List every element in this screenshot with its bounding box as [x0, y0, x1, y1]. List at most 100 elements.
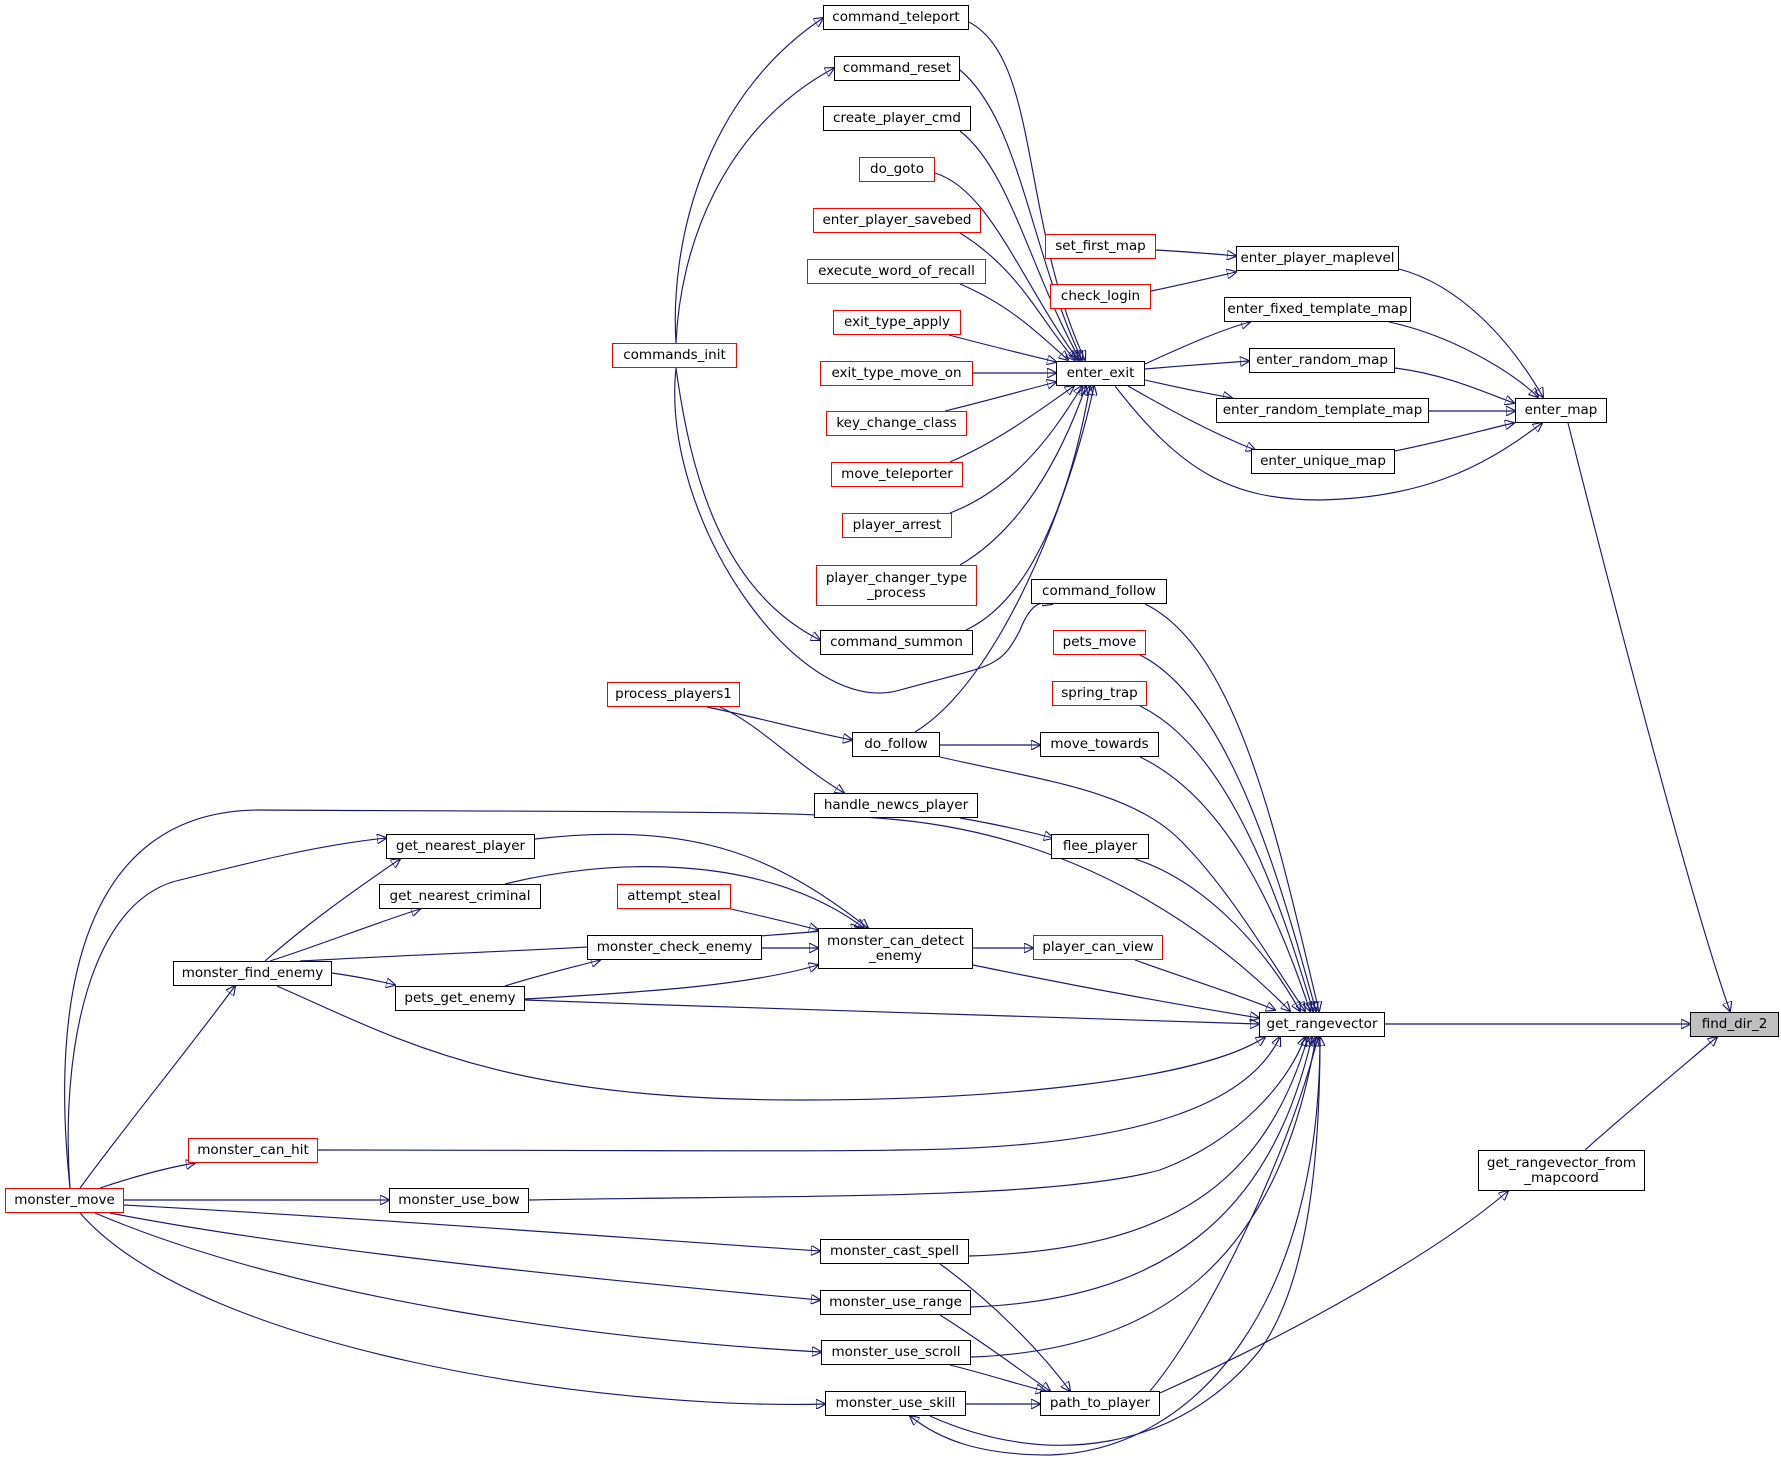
edge-player_changer_type_process-to-enter_exit: [959, 386, 1086, 566]
edge-pets_move-to-get_rangevector: [1139, 654, 1316, 1011]
node-exit-type-apply[interactable]: exit_type_apply: [833, 310, 961, 335]
node-pets-get-enemy[interactable]: pets_get_enemy: [395, 986, 525, 1011]
node-create-player-cmd[interactable]: create_player_cmd: [823, 106, 971, 131]
node-monster-move[interactable]: monster_move: [5, 1188, 124, 1213]
edge-check_login-to-enter_player_maplevel: [1150, 272, 1236, 292]
node-monster-use-skill[interactable]: monster_use_skill: [825, 1391, 966, 1416]
edge-monster_find_enemy-to-get_nearest_player: [264, 859, 400, 962]
edge-monster_cast_spell-to-get_rangevector: [968, 1037, 1308, 1257]
node-command-summon[interactable]: command_summon: [820, 630, 973, 655]
edge-monster_move-to-monster_cast_spell: [123, 1204, 820, 1251]
node-monster-use-scroll[interactable]: monster_use_scroll: [821, 1340, 971, 1365]
node-monster-can-detect-enemy[interactable]: monster_can_detect _enemy: [818, 928, 973, 969]
edge-exit_type_apply-to-enter_exit: [948, 334, 1056, 362]
node-command-reset[interactable]: command_reset: [834, 56, 960, 81]
edge-do_follow-to-get_rangevector: [939, 756, 1305, 1011]
edge-monster_move-to-get_nearest_player: [67, 838, 386, 1189]
node-exit-type-move-on[interactable]: exit_type_move_on: [820, 361, 973, 386]
edge-key_change_class-to-enter_exit: [944, 382, 1056, 412]
edge-monster_move-to-monster_use_range: [109, 1212, 820, 1300]
node-monster-find-enemy[interactable]: monster_find_enemy: [173, 961, 332, 986]
node-command-follow[interactable]: command_follow: [1031, 579, 1167, 604]
edge-player_arrest-to-enter_exit: [949, 386, 1082, 514]
edge-process_players1-to-do_follow: [706, 706, 852, 740]
edge-monster_move-to-get_rangevector: [64, 809, 1290, 1189]
edge-monster_move-to-monster_use_scroll: [94, 1212, 821, 1352]
node-monster-use-bow[interactable]: monster_use_bow: [389, 1188, 529, 1213]
edge-monster_use_skill-to-get_rangevector: [929, 1037, 1320, 1446]
node-process-players1[interactable]: process_players1: [607, 682, 740, 707]
node-path-to-player[interactable]: path_to_player: [1040, 1391, 1160, 1416]
edge-monster_use_scroll-to-path_to_player: [949, 1364, 1045, 1391]
edge-enter_random_map-to-enter_map: [1394, 367, 1514, 403]
edge-get_rangevector-to-monster_use_skill: [910, 1036, 1321, 1456]
node-do-follow[interactable]: do_follow: [852, 732, 940, 757]
edge-commands_init-to-command_reset: [675, 68, 834, 344]
node-monster-check-enemy[interactable]: monster_check_enemy: [587, 935, 762, 960]
edge-get_rangevector_from_mapcoord-to-find_dir_2: [1584, 1037, 1717, 1151]
node-move-towards[interactable]: move_towards: [1040, 732, 1159, 757]
node-player-can-view[interactable]: player_can_view: [1033, 935, 1163, 960]
edge-monster_can_detect_enemy-to-get_rangevector: [972, 964, 1259, 1018]
edge-path_to_player-to-get_rangevector_from_mapcoord: [1159, 1191, 1508, 1394]
edge-monster_use_range-to-path_to_player: [939, 1314, 1050, 1391]
edge-monster_move-to-monster_can_hit: [99, 1163, 195, 1189]
node-command-teleport[interactable]: command_teleport: [823, 5, 969, 30]
node-do-goto[interactable]: do_goto: [859, 157, 935, 182]
edge-enter_fixed_template_map-to-enter_map: [1388, 321, 1538, 397]
node-execute-word-of-recall[interactable]: execute_word_of_recall: [807, 259, 986, 284]
edge-monster_find_enemy-to-monster_can_detect_enemy: [299, 928, 860, 962]
edge-do_follow-to-enter_exit: [914, 386, 1094, 733]
node-enter-player-savebed[interactable]: enter_player_savebed: [813, 208, 981, 233]
node-enter-fixed-template-map[interactable]: enter_fixed_template_map: [1224, 297, 1411, 322]
node-get-rangevector[interactable]: get_rangevector: [1259, 1012, 1385, 1037]
node-enter-random-template-map[interactable]: enter_random_template_map: [1216, 398, 1429, 423]
node-player-arrest[interactable]: player_arrest: [842, 513, 952, 538]
node-get-nearest-player[interactable]: get_nearest_player: [386, 834, 535, 859]
node-monster-can-hit[interactable]: monster_can_hit: [188, 1138, 318, 1163]
edge-monster_cast_spell-to-path_to_player: [939, 1263, 1070, 1391]
node-commands-init[interactable]: commands_init: [612, 343, 737, 368]
edge-move_towards-to-get_rangevector: [1139, 756, 1310, 1011]
edge-monster_use_bow-to-get_rangevector: [528, 1037, 1305, 1201]
node-enter-player-maplevel[interactable]: enter_player_maplevel: [1236, 246, 1399, 271]
edge-pets_get_enemy-to-monster_check_enemy: [504, 960, 600, 987]
node-pets-move[interactable]: pets_move: [1053, 630, 1146, 655]
node-get-rangevector-from-mapcoord[interactable]: get_rangevector_from _mapcoord: [1478, 1150, 1645, 1191]
node-player-changer-type-process[interactable]: player_changer_type _process: [816, 565, 977, 606]
node-get-nearest-criminal[interactable]: get_nearest_criminal: [379, 884, 541, 909]
node-spring-trap[interactable]: spring_trap: [1052, 681, 1147, 706]
edge-attempt_steal-to-monster_can_detect_enemy: [730, 908, 818, 930]
node-flee-player[interactable]: flee_player: [1051, 834, 1149, 859]
node-enter-random-map[interactable]: enter_random_map: [1249, 348, 1395, 373]
edge-monster_move-to-monster_find_enemy: [79, 986, 235, 1189]
node-handle-newcs-player[interactable]: handle_newcs_player: [814, 793, 978, 818]
node-enter-unique-map[interactable]: enter_unique_map: [1251, 449, 1395, 474]
edge-command_reset-to-enter_exit: [959, 69, 1082, 360]
edge-command_follow-to-get_rangevector: [1144, 603, 1319, 1011]
edge-enter_unique_map-to-enter_map: [1394, 423, 1514, 452]
edge-get_nearest_criminal-to-monster_can_detect_enemy: [504, 866, 864, 928]
node-set-first-map[interactable]: set_first_map: [1045, 234, 1156, 259]
edge-enter_exit-to-enter_map: [1114, 385, 1542, 501]
edge-do_goto-to-enter_exit: [934, 172, 1078, 360]
edge-pets_get_enemy-to-monster_can_detect_enemy: [524, 965, 818, 1000]
edge-enter_player_savebed-to-enter_exit: [959, 232, 1075, 360]
edge-process_players1-to-handle_newcs_player: [719, 706, 844, 793]
node-enter-map[interactable]: enter_map: [1515, 398, 1607, 423]
node-enter-exit[interactable]: enter_exit: [1056, 361, 1145, 386]
node-monster-cast-spell[interactable]: monster_cast_spell: [820, 1239, 969, 1264]
node-move-teleporter[interactable]: move_teleporter: [831, 462, 963, 487]
edge-monster_find_enemy-to-pets_get_enemy: [331, 972, 395, 985]
edge-set_first_map-to-enter_player_maplevel: [1155, 249, 1236, 256]
node-attempt-steal[interactable]: attempt_steal: [617, 884, 731, 909]
edge-monster_use_scroll-to-get_rangevector: [970, 1037, 1316, 1358]
edge-enter_exit-to-enter_unique_map: [1127, 385, 1255, 450]
node-check-login[interactable]: check_login: [1050, 284, 1151, 309]
edge-create_player_cmd-to-enter_exit: [959, 130, 1080, 360]
edge-enter_player_maplevel-to-enter_map: [1398, 268, 1543, 397]
node-monster-use-range[interactable]: monster_use_range: [820, 1290, 971, 1315]
node-key-change-class[interactable]: key_change_class: [826, 411, 967, 436]
edge-enter_exit-to-enter_random_map: [1144, 361, 1249, 370]
